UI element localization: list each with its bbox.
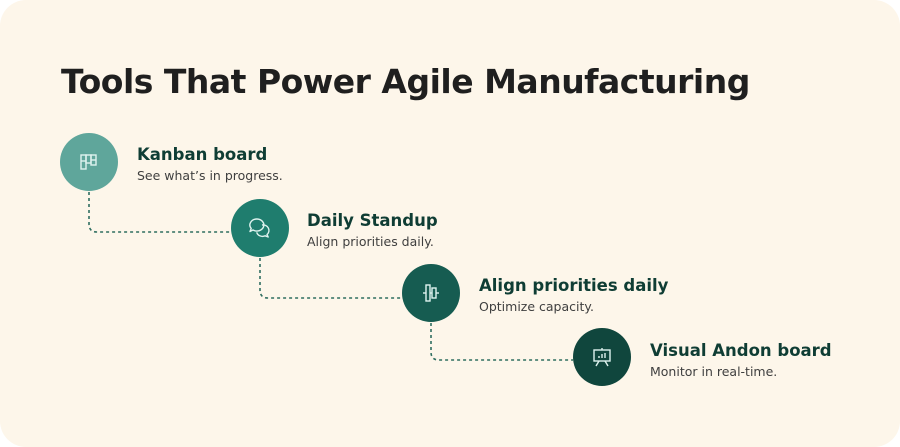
step-2-title: Daily Standup — [307, 211, 438, 230]
connector-3-4 — [430, 323, 573, 361]
step-4-circle — [573, 328, 631, 386]
step-2-text: Daily Standup Align priorities daily. — [307, 211, 438, 249]
connector-2-3 — [259, 258, 402, 299]
page-title: Tools That Power Agile Manufacturing — [61, 62, 750, 101]
step-3-circle — [402, 264, 460, 322]
step-1-title: Kanban board — [137, 145, 268, 164]
step-3-text: Align priorities daily Optimize capacity… — [479, 276, 668, 314]
step-1-subtitle: See what’s in progress. — [137, 168, 283, 183]
step-3-title: Align priorities daily — [479, 276, 669, 295]
connector-1-2 — [88, 192, 231, 233]
step-2-circle — [231, 199, 289, 257]
step-4-title: Visual Andon board — [650, 341, 832, 360]
kanban-icon — [80, 154, 97, 170]
step-4-subtitle: Monitor in real-time. — [650, 364, 778, 379]
step-4-text: Visual Andon board Monitor in real-time. — [650, 341, 832, 379]
align-center-icon — [423, 284, 439, 302]
chat-bubbles-icon — [249, 218, 270, 238]
step-1-circle — [60, 133, 118, 191]
step-2-subtitle: Align priorities daily. — [307, 234, 434, 249]
presentation-chart-icon — [593, 348, 611, 367]
step-1-text: Kanban board See what’s in progress. — [137, 145, 283, 183]
step-3-subtitle: Optimize capacity. — [479, 299, 594, 314]
